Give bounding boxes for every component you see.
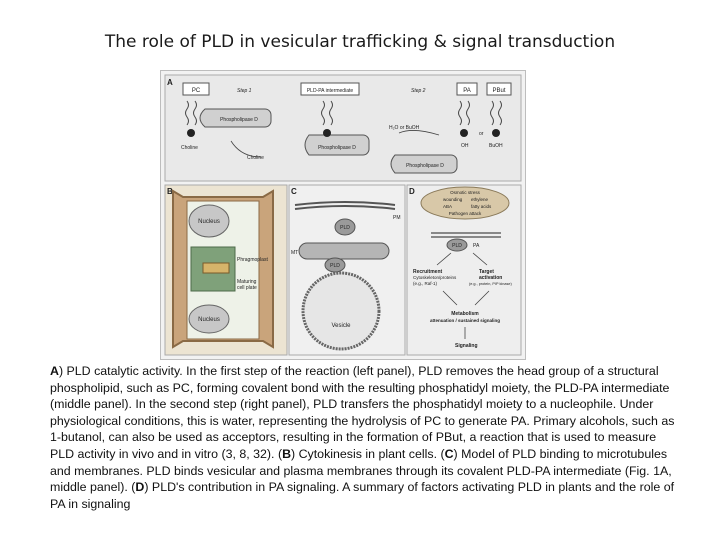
caption-label-b: B (282, 446, 292, 461)
pld-top-shape (334, 218, 356, 236)
caption-text-d: ) PLD's contribution in PA signaling. A … (50, 480, 675, 511)
enzyme1-label: Phospholipase D (220, 117, 258, 123)
panel-d-letter: D (409, 187, 415, 196)
nucleus-bottom-label: Nucleus (198, 317, 220, 323)
cyto-eg-label: (e.g., Raf-1) (413, 281, 438, 286)
reaction-arrow-2 (398, 130, 440, 136)
stress4-label: ABA (443, 204, 452, 209)
signaling-label: Signaling (455, 343, 478, 349)
signal-arrows (436, 252, 488, 266)
pm-label: PM (393, 215, 401, 221)
pc-label: PC (192, 88, 201, 94)
kinase-label: (e.g., protein, PIP kinase) (469, 282, 513, 286)
enzyme-shape-1 (199, 108, 272, 128)
caption-text-b: ) Cytokinesis in plant cells. ( (291, 446, 445, 461)
metab-arrows (442, 290, 490, 306)
membrane-shape-d (431, 232, 501, 238)
maturing-label: Maturing (237, 279, 257, 285)
reaction-arrow-1 (230, 140, 262, 158)
phragmoplast-label: Phragmoplast (237, 257, 268, 263)
phosphate-2 (323, 129, 331, 137)
step2-label: Step 2 (411, 88, 426, 94)
nucleus-top-shape (188, 204, 230, 238)
pbut-label: PBut (492, 88, 505, 94)
lipid-tails-3 (458, 100, 470, 126)
metab-label: Metabolism (451, 311, 479, 317)
figure-caption: A) PLD catalytic activity. In the first … (50, 363, 676, 512)
pa-label: PA (463, 88, 471, 94)
intermediate-box (300, 82, 360, 96)
lipid-tails-4 (490, 100, 502, 126)
target-label: Target (479, 269, 494, 275)
enzyme-shape-2 (304, 134, 370, 156)
pc-box (182, 82, 210, 96)
atten-label: attenuation / sustained signaling (430, 318, 500, 323)
pa-d-label: PA (473, 243, 480, 249)
enzyme-shape-3 (390, 154, 458, 174)
microtubule-shape (298, 242, 390, 260)
lipid-tails-2 (321, 100, 333, 126)
pbut-box (486, 82, 512, 96)
phosphate-3 (460, 129, 468, 137)
recruitment-label: Recruitment (413, 269, 443, 275)
stress2-label: wounding (443, 197, 463, 202)
choline2-label: Choline (247, 155, 264, 161)
or-label: or (479, 131, 484, 137)
caption-label-a: A (50, 364, 59, 378)
stress3-label: ethylene (471, 197, 489, 202)
figure-illustration: A PC Step 1 PLD-PA intermediate Step 2 P… (164, 74, 522, 356)
pld-d-label: PLD (452, 243, 462, 249)
stress6-label: Pathogen attack (449, 211, 482, 216)
buoh-label: BuOH (489, 143, 503, 149)
cell-plate-shape (202, 262, 230, 274)
phosphate-1 (187, 129, 195, 137)
panel-c-letter: C (291, 187, 297, 196)
stress5-label: fatty acids (471, 204, 492, 209)
intermediate-label: PLD-PA intermediate (307, 88, 354, 94)
vesicle-label: Vesicle (331, 323, 351, 329)
nucleus-bottom-shape (188, 304, 230, 334)
caption-text-c: ) Model of PLD binding to microtubules a… (50, 446, 672, 495)
pa-box (456, 82, 478, 96)
activation-label: activation (479, 275, 502, 281)
enzyme3-label: Phospholipase D (406, 163, 444, 169)
enzyme2-label: Phospholipase D (318, 145, 356, 151)
lipid-tails-1 (185, 100, 197, 126)
page-title: The role of PLD in vesicular trafficking… (104, 32, 616, 52)
pld-top-label: PLD (340, 225, 350, 231)
caption-label-d: D (135, 480, 145, 495)
panel-b-letter: B (167, 187, 173, 196)
mt-label: MT (291, 250, 298, 256)
phosphate-label: P (189, 131, 193, 137)
plasma-membrane-shape (294, 201, 396, 210)
stress1-label: Osmotic stress (450, 190, 481, 195)
panel-a-letter: A (167, 78, 173, 87)
stress-ellipse (420, 186, 510, 220)
oh-label: OH (461, 143, 469, 149)
phosphate-4 (492, 129, 500, 137)
pld-d-shape (446, 238, 468, 252)
caption-text-a: ) PLD catalytic activity. In the first s… (50, 364, 675, 461)
choline1-label: Choline (181, 145, 198, 151)
cyto-label: Cytoskeleton/proteins (413, 275, 457, 280)
pld-mid-label: PLD (330, 263, 340, 269)
caption-label-c: C (444, 446, 454, 461)
cell-plate-label: cell plate (237, 285, 257, 291)
vesicle-shape (301, 271, 381, 351)
step1-label: Step 1 (237, 88, 252, 94)
reagent-label: H₂O or BuOH (389, 125, 420, 131)
nucleus-top-label: Nucleus (198, 219, 220, 225)
figure-panel: A PC Step 1 PLD-PA intermediate Step 2 P… (160, 70, 526, 360)
